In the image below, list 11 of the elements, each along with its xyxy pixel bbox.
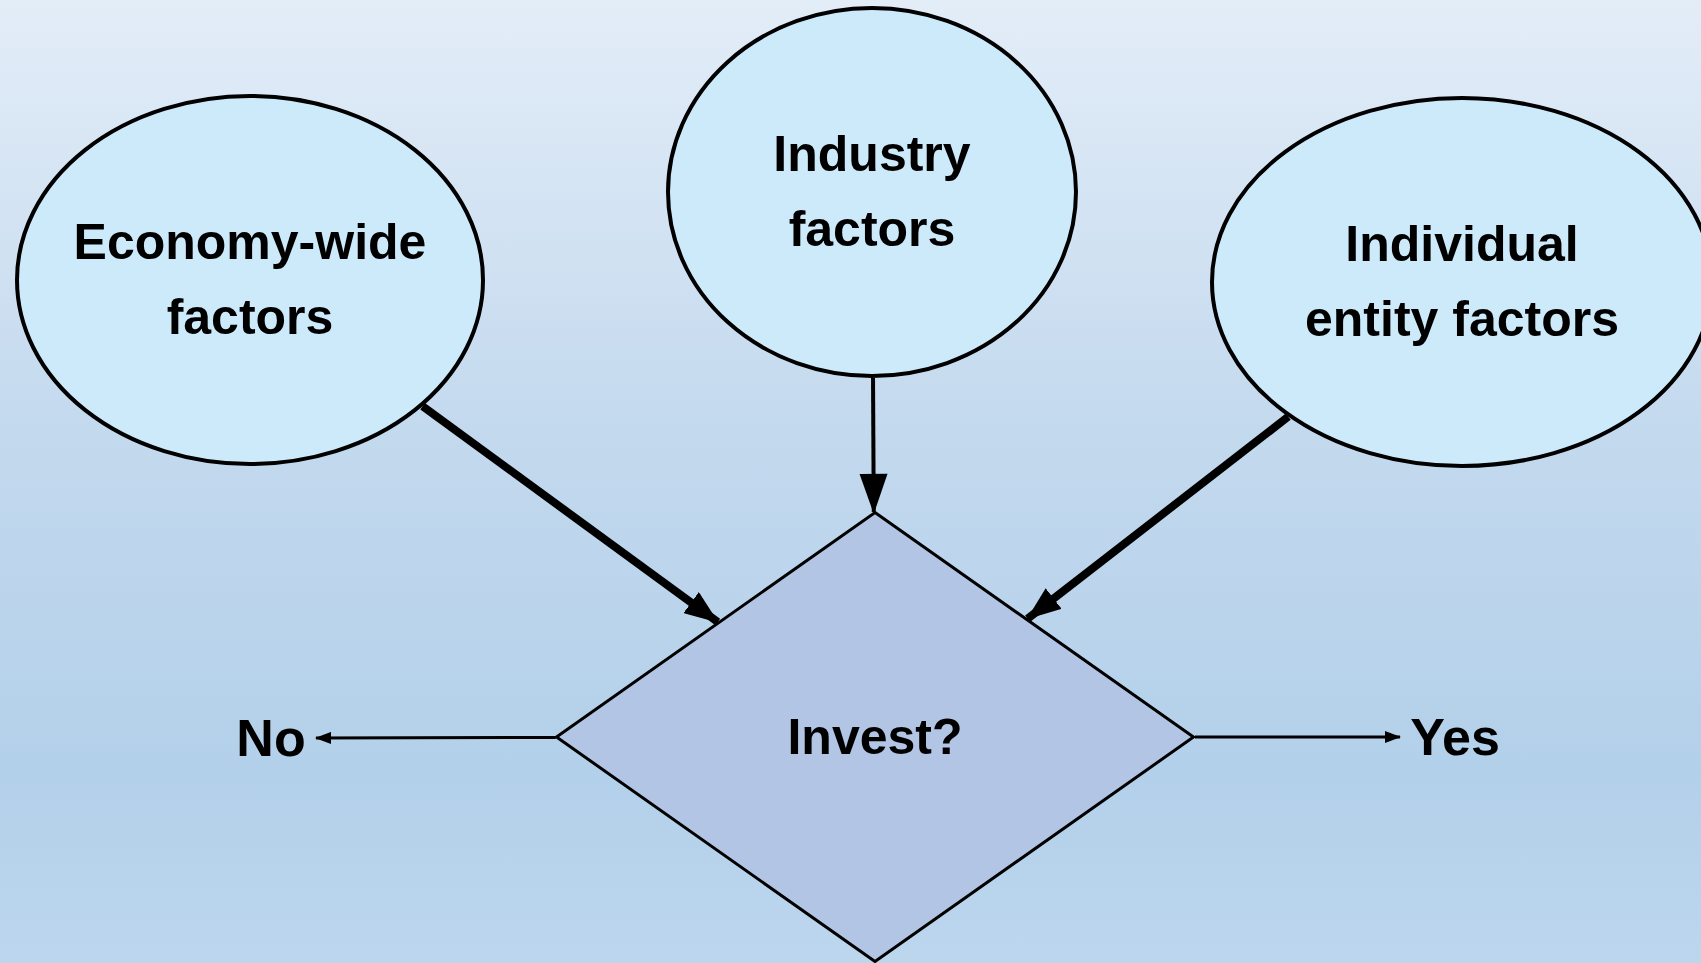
node-label: Industry factors (772, 125, 972, 259)
arrow (420, 403, 721, 626)
node-label: Invest? (787, 707, 963, 767)
outcome-label: No (236, 708, 306, 769)
arrow (1195, 731, 1401, 743)
arrow (1025, 413, 1291, 622)
arrow (315, 731, 556, 744)
outcome-label: Yes (1410, 707, 1500, 768)
node-label: Economy-wide factors (72, 213, 428, 347)
node-label: Individual entity factors (1304, 215, 1620, 349)
arrow (859, 378, 888, 514)
